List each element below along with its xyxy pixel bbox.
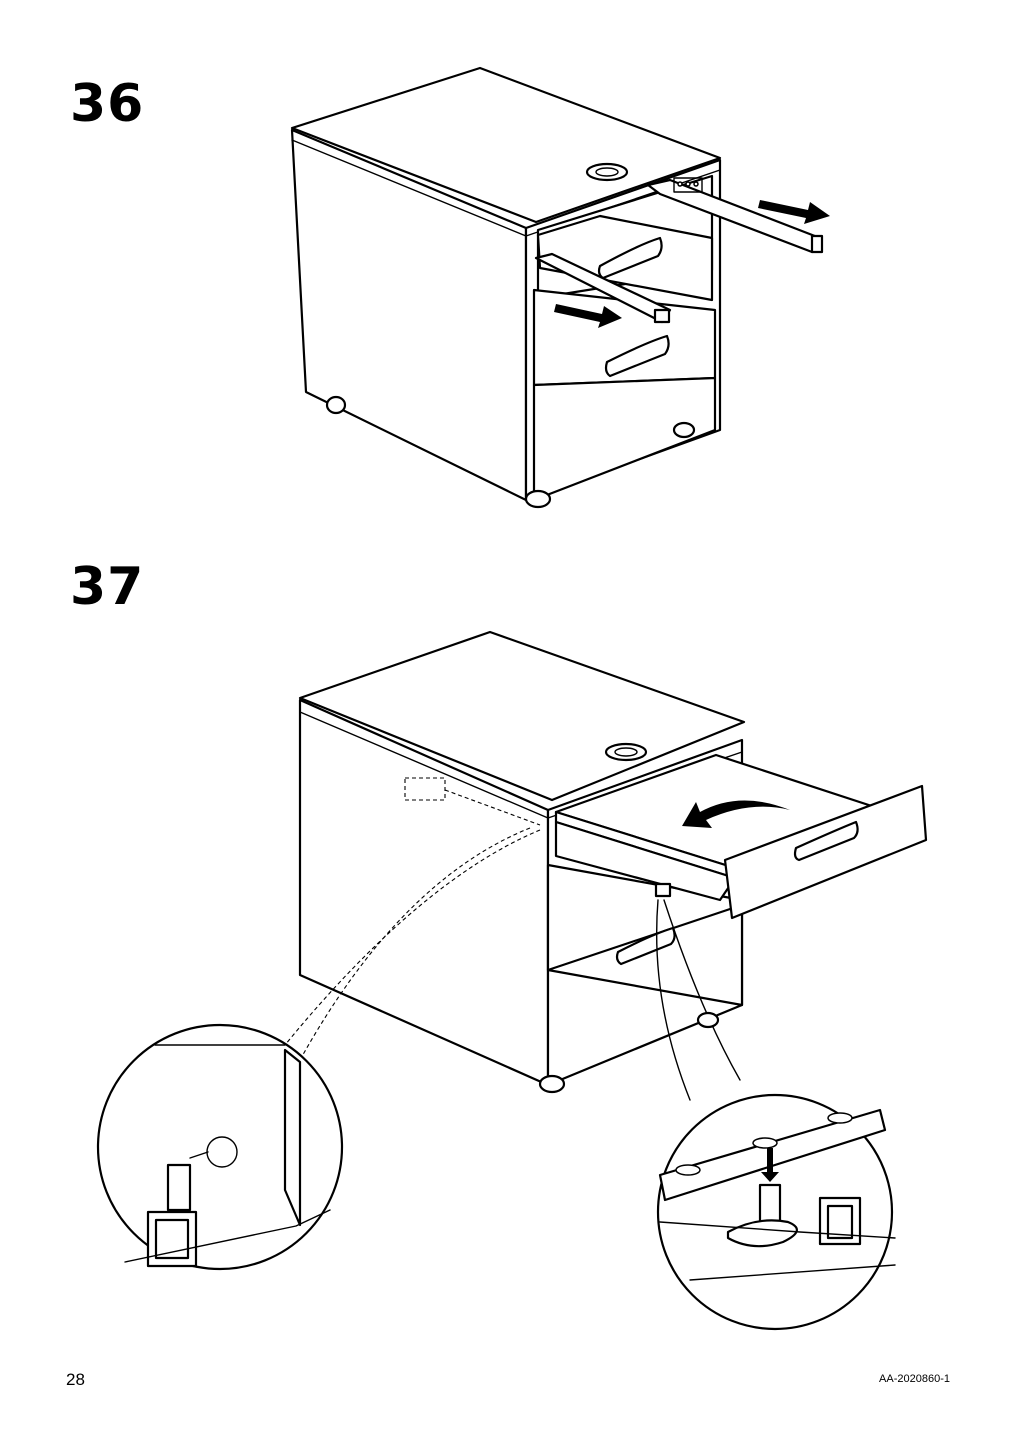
document-code: AA-2020860-1: [879, 1373, 950, 1385]
detail-callout-left: [96, 1023, 344, 1271]
step-number-37: 37: [70, 557, 145, 617]
step-number-36: 36: [70, 74, 145, 134]
step-37-drawer-unit: [284, 630, 928, 1101]
detail-callout-right: [656, 1093, 896, 1331]
step-36-drawer-unit: [290, 66, 830, 509]
page-number: 28: [66, 1370, 85, 1389]
